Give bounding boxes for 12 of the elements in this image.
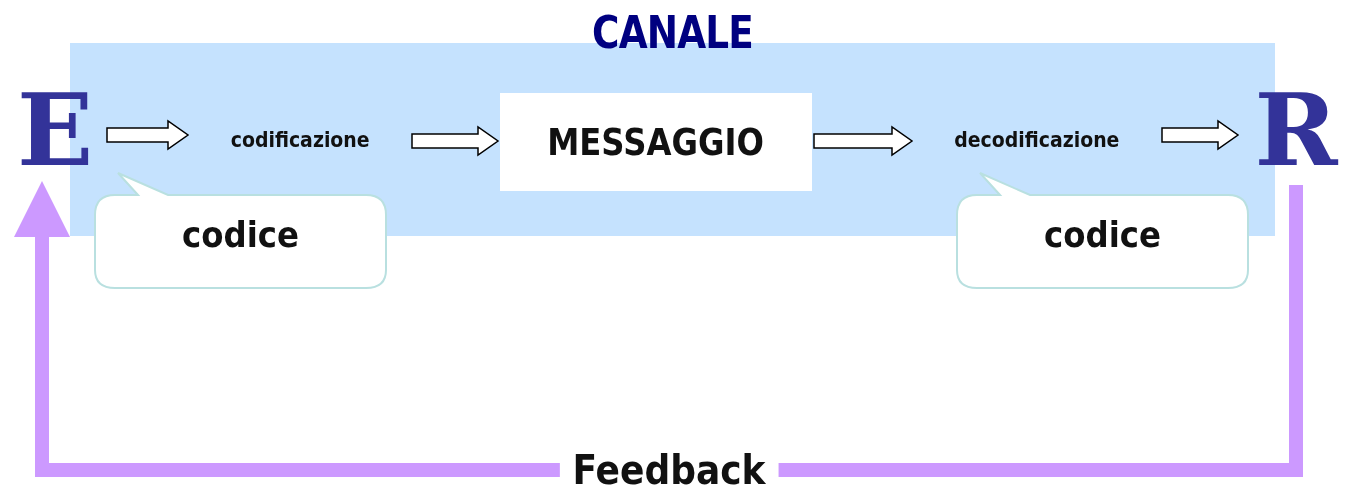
step-label: codificazione <box>230 128 370 152</box>
hollow-arrow <box>411 125 500 157</box>
hollow-arrow <box>106 119 190 151</box>
message-box: MESSAGGIO <box>500 93 812 191</box>
hollow-arrow <box>813 125 914 157</box>
hollow-arrow <box>1161 119 1240 151</box>
channel-title: CANALE <box>591 7 754 58</box>
endpoint-letter: R <box>1254 80 1338 180</box>
endpoint-letter: E <box>16 80 94 180</box>
step-label: decodificazione <box>954 128 1120 152</box>
bubble-label: codice <box>181 214 300 255</box>
bubble-label: codice <box>1043 214 1162 255</box>
